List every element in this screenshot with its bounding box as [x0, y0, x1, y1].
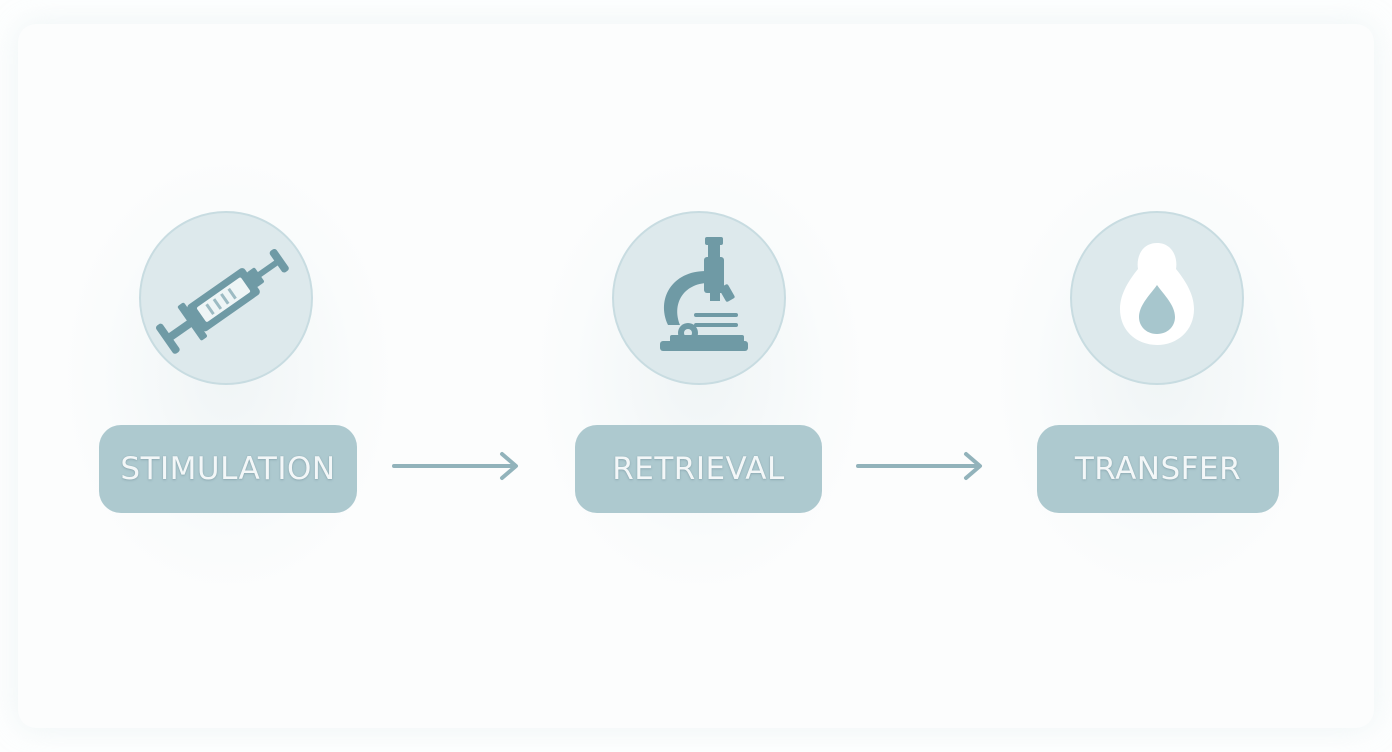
transfer-step-button[interactable]: TRANSFER: [1037, 425, 1279, 513]
retrieval-step-button[interactable]: RETRIEVAL: [575, 425, 822, 513]
arrow-right-icon: [392, 452, 518, 480]
syringe-icon: [155, 248, 289, 354]
retrieval-label: RETRIEVAL: [612, 451, 785, 487]
retrieval-icon-circle: [612, 211, 786, 385]
transfer-label: TRANSFER: [1074, 451, 1242, 487]
transfer-icon-circle: [1070, 211, 1244, 385]
stimulation-label: STIMULATION: [120, 451, 336, 487]
stimulation-icon-circle: [139, 211, 313, 385]
microscope-icon: [660, 237, 748, 351]
embryo-drop-icon: [1120, 243, 1194, 345]
arrow-right-icon: [856, 452, 982, 480]
stimulation-step-button[interactable]: STIMULATION: [99, 425, 357, 513]
